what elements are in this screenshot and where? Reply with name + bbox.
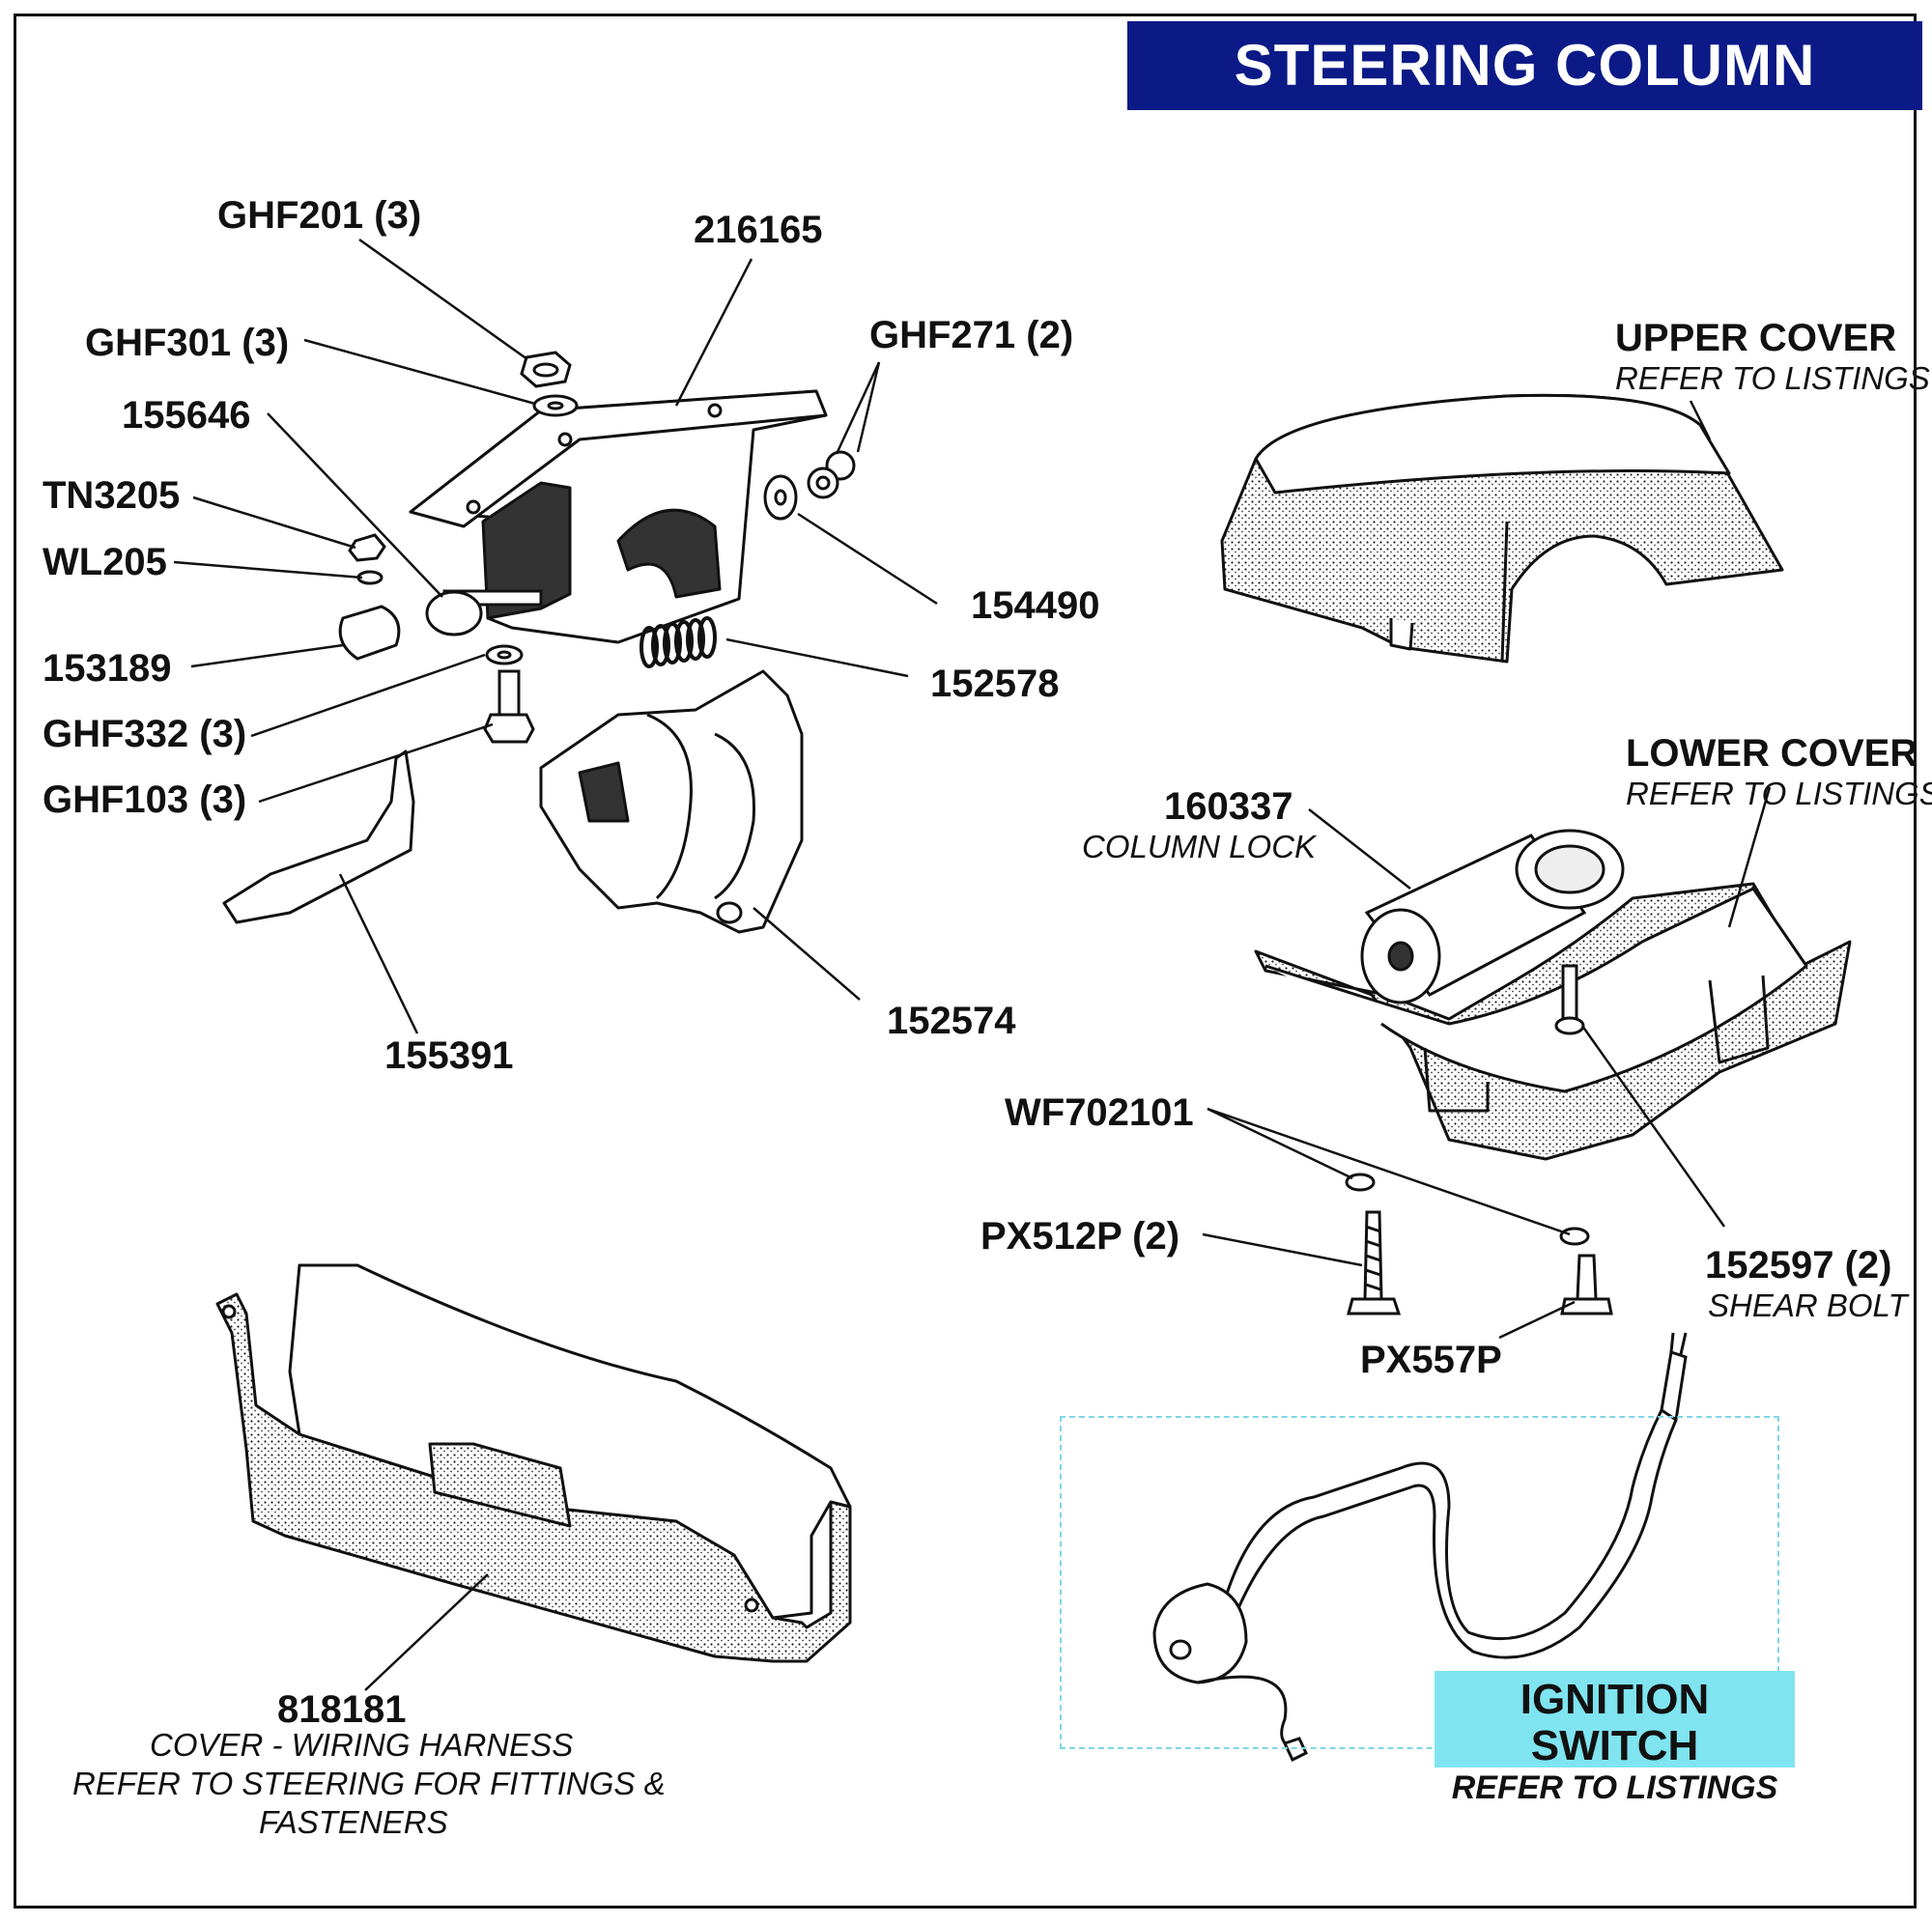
label-154490: 154490	[971, 584, 1100, 627]
washer-ghf332	[485, 644, 524, 665]
label-ghf201: GHF201 (3)	[217, 194, 422, 237]
plunger-155646	[425, 589, 543, 636]
note-152597: SHEAR BOLT	[1708, 1287, 1908, 1323]
screw-px512p	[1347, 1210, 1402, 1315]
note-818181-line1: COVER - WIRING HARNESS	[150, 1727, 574, 1763]
label-ghf301: GHF301 (3)	[85, 322, 290, 364]
label-tn3205: TN3205	[43, 474, 181, 517]
label-155646: 155646	[122, 394, 251, 437]
label-152597: 152597 (2)	[1705, 1244, 1892, 1287]
diagram-frame	[14, 14, 1917, 1909]
label-ghf332: GHF332 (3)	[43, 713, 247, 755]
label-152574: 152574	[887, 1000, 1016, 1042]
ignition-switch	[1152, 1332, 1688, 1763]
label-818181: 818181	[277, 1688, 407, 1731]
label-px512p: PX512P (2)	[980, 1215, 1180, 1258]
note-160337: COLUMN LOCK	[1082, 829, 1317, 864]
ignition-switch-box	[1060, 1416, 1779, 1749]
label-ghf271: GHF271 (2)	[869, 314, 1074, 356]
label-px557p: PX557P	[1360, 1339, 1502, 1381]
label-160337: 160337	[1164, 785, 1293, 828]
label-upper-cover: UPPER COVER	[1615, 317, 1897, 359]
note-818181-line2: REFER TO STEERING FOR FITTINGS &	[72, 1766, 666, 1801]
upper-cover	[1220, 393, 1784, 664]
washer-ghf301	[532, 394, 579, 417]
label-wl205: WL205	[43, 541, 167, 583]
note-818181-line3: FASTENERS	[259, 1804, 448, 1840]
nuts-ghf271	[807, 450, 856, 499]
label-ghf103: GHF103 (3)	[43, 778, 247, 821]
label-153189: 153189	[43, 647, 172, 690]
label-wf702101: WF702101	[1005, 1091, 1194, 1134]
diagram-title: STEERING COLUMN COVERS	[1127, 21, 1922, 186]
ignition-switch-title: IGNITION SWITCH	[1520, 1676, 1710, 1769]
washer-154490	[763, 474, 798, 521]
wiring-harness-cover-818181	[215, 1263, 852, 1663]
label-155391: 155391	[384, 1034, 514, 1077]
lever-155391	[222, 749, 415, 924]
leader-lines	[173, 238, 1772, 1691]
washers-wf702101	[1345, 1173, 1590, 1246]
nut-ghf201	[520, 351, 572, 388]
column-lock-160337	[1360, 829, 1625, 1004]
lower-cover	[1254, 882, 1852, 1161]
cap-153189	[338, 605, 401, 661]
ignition-switch-label: IGNITION SWITCH REFER TO LISTINGS	[1435, 1671, 1795, 1806]
note-lower-cover: REFER TO LISTINGS	[1626, 776, 1932, 811]
bracket-152574	[539, 669, 804, 934]
nut-tn3205	[348, 533, 386, 562]
label-152578: 152578	[930, 663, 1060, 705]
note-upper-cover: REFER TO LISTINGS	[1615, 360, 1930, 396]
label-lower-cover: LOWER COVER	[1626, 732, 1918, 775]
spring-152578	[639, 616, 717, 668]
ignition-switch-note: REFER TO LISTINGS	[1451, 1769, 1778, 1806]
label-216165: 216165	[694, 209, 823, 251]
bolt-ghf103	[483, 669, 535, 744]
